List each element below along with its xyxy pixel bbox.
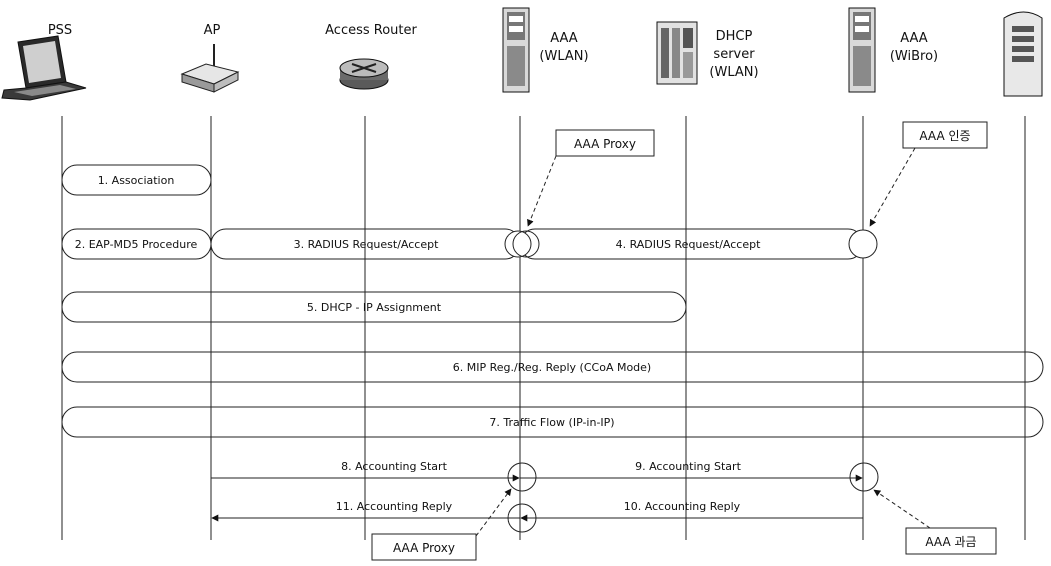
callout-aaa-auth: AAA 인증 (869, 121, 988, 227)
step-7-capsule (61, 406, 1044, 438)
step-11-label: 11. Accounting Reply (336, 500, 453, 513)
aaa-proxy-circle-left (504, 230, 532, 258)
callout-aaa-proxy-bottom: AAA Proxy (371, 488, 512, 561)
accounting-wibro-circle (849, 462, 879, 492)
entity-pss-label: PSS (48, 23, 72, 38)
entity-ap-label: AP (204, 23, 221, 38)
entity-aaa-wibro-sublabel: (WiBro) (890, 49, 938, 64)
access-point-icon (180, 44, 240, 93)
callout-aaa-proxy-bottom-label: AAA Proxy (393, 541, 455, 555)
step-10-label: 10. Accounting Reply (624, 500, 741, 513)
step-1-label: 1. Association (98, 174, 175, 187)
entity-dhcp-sublabel: server (713, 47, 755, 62)
server-rack-icon (656, 21, 698, 85)
router-icon (339, 58, 389, 90)
accounting-proxy-circle-top (507, 462, 537, 492)
step-2-label: 2. EAP-MD5 Procedure (75, 238, 198, 251)
callout-aaa-billing-label: AAA 과금 (925, 535, 976, 549)
callout-aaa-billing: AAA 과금 (873, 489, 997, 555)
entity-aaa-wlan-label: AAA (550, 31, 578, 46)
entity-dhcp-label: DHCP (716, 29, 753, 44)
callout-aaa-auth-label: AAA 인증 (919, 129, 970, 143)
lifelines (61, 116, 1026, 540)
callout-aaa-proxy-top-label: AAA Proxy (574, 137, 636, 151)
callout-aaa-proxy-top: AAA Proxy (527, 129, 655, 227)
step-8-label: 8. Accounting Start (341, 460, 447, 473)
entity-aaa-wlan-sublabel: (WLAN) (539, 49, 588, 64)
step-1-capsule (61, 164, 212, 196)
entity-dhcp-sublabel2: (WLAN) (709, 65, 758, 80)
accounting-proxy-circle-bottom (507, 503, 537, 533)
aaa-auth-circle (848, 229, 878, 259)
server-tower-icon (502, 7, 530, 93)
entity-access-router-label: Access Router (325, 23, 417, 38)
step-5-label: 5. DHCP - IP Assignment (307, 301, 442, 314)
server-tower-icon (848, 7, 876, 93)
server-tower-icon (1003, 11, 1043, 97)
laptop-icon (1, 35, 87, 101)
step-6-label: 6. MIP Reg./Reg. Reply (CCoA Mode) (453, 361, 651, 374)
entity-aaa-wibro-label: AAA (900, 31, 928, 46)
step-9-label: 9. Accounting Start (635, 460, 741, 473)
aaa-proxy-circle-right (512, 230, 540, 258)
step-4-label: 4. RADIUS Request/Accept (616, 238, 762, 251)
step-3-label: 3. RADIUS Request/Accept (294, 238, 440, 251)
step-7-label: 7. Traffic Flow (IP-in-IP) (489, 416, 614, 429)
step-6-capsule (61, 351, 1044, 383)
step-5-capsule (61, 291, 687, 323)
